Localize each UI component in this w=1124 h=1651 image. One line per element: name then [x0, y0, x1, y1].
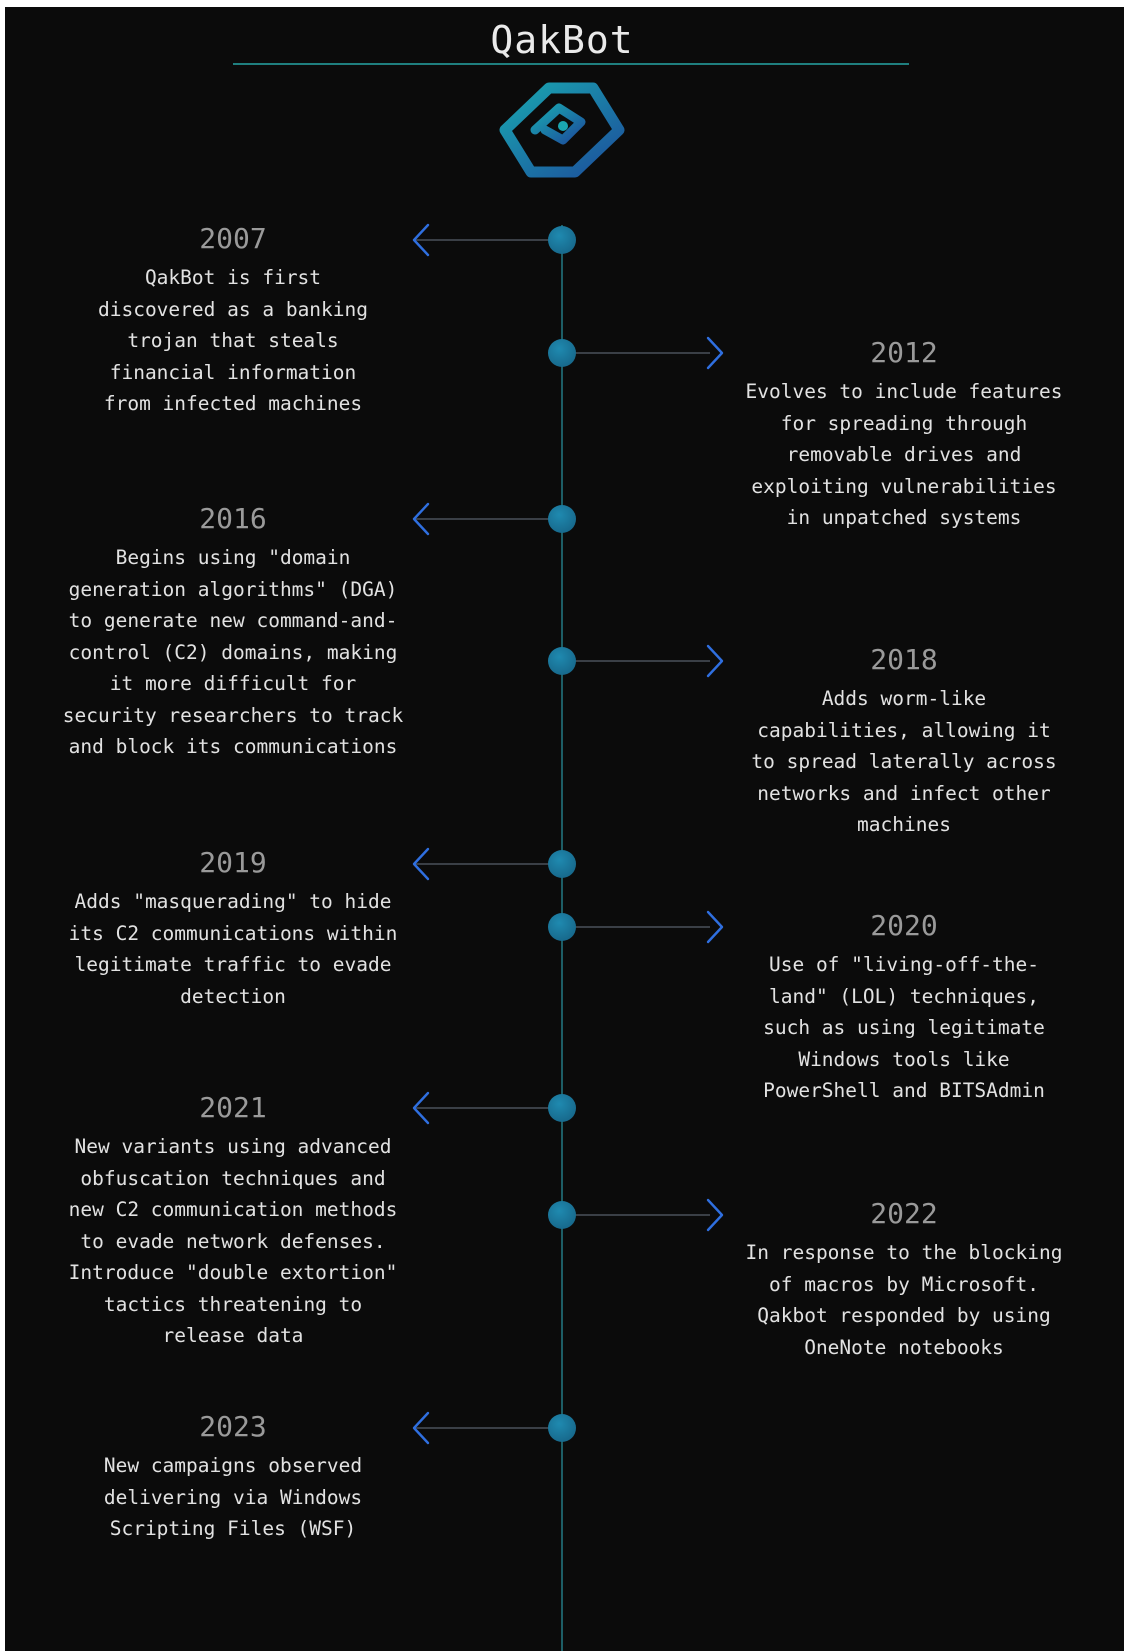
event-description: In response to the blocking of macros by… [745, 1241, 1063, 1359]
event-description: QakBot is first discovered as a banking … [97, 266, 369, 415]
timeline-connector [414, 1107, 562, 1109]
event-year: 2020 [870, 909, 938, 942]
arrow-right-icon [706, 1198, 724, 1232]
event-description: Use of "living-off-the- land" (LOL) tech… [763, 953, 1045, 1102]
arrow-left-icon [412, 1411, 430, 1445]
arrow-left-icon [412, 847, 430, 881]
timeline-connector [414, 863, 562, 865]
timeline-connector [562, 1214, 710, 1216]
event-year: 2018 [870, 643, 938, 676]
timeline-dot [548, 1201, 576, 1229]
timeline-connector [414, 1427, 562, 1429]
timeline-dot [548, 1414, 576, 1442]
timeline-connector [414, 518, 562, 520]
event-year: 2021 [199, 1091, 267, 1124]
timeline-dot [548, 339, 576, 367]
event-description: Evolves to include features for spreadin… [745, 380, 1063, 529]
timeline-dot [548, 913, 576, 941]
title-underline [233, 63, 909, 65]
event-description: Adds worm-like capabilities, allowing it… [751, 687, 1057, 836]
timeline-connector [414, 239, 562, 241]
event-description: Begins using "domain generation algorith… [62, 546, 404, 758]
event-year: 2023 [199, 1410, 267, 1443]
event-description: New campaigns observed delivering via Wi… [103, 1454, 363, 1540]
timeline-dot [548, 1094, 576, 1122]
event-year: 2016 [199, 502, 267, 535]
infographic-canvas [5, 7, 1124, 1651]
qakbot-eye-logo-icon [499, 82, 625, 178]
event-description: New variants using advanced obfuscation … [68, 1135, 398, 1347]
event-year: 2019 [199, 846, 267, 879]
arrow-right-icon [706, 644, 724, 678]
page-title: QakBot [490, 18, 634, 62]
timeline-dot [548, 226, 576, 254]
event-year: 2007 [199, 222, 267, 255]
event-year: 2012 [870, 336, 938, 369]
timeline-connector [562, 926, 710, 928]
event-year: 2022 [870, 1197, 938, 1230]
timeline-dot [548, 505, 576, 533]
arrow-left-icon [412, 223, 430, 257]
event-description: Adds "masquerading" to hide its C2 commu… [68, 890, 398, 1008]
arrow-right-icon [706, 336, 724, 370]
arrow-right-icon [706, 910, 724, 944]
timeline-connector [562, 660, 710, 662]
arrow-left-icon [412, 1091, 430, 1125]
arrow-left-icon [412, 502, 430, 536]
timeline-dot [548, 647, 576, 675]
timeline-dot [548, 850, 576, 878]
timeline-connector [562, 352, 710, 354]
